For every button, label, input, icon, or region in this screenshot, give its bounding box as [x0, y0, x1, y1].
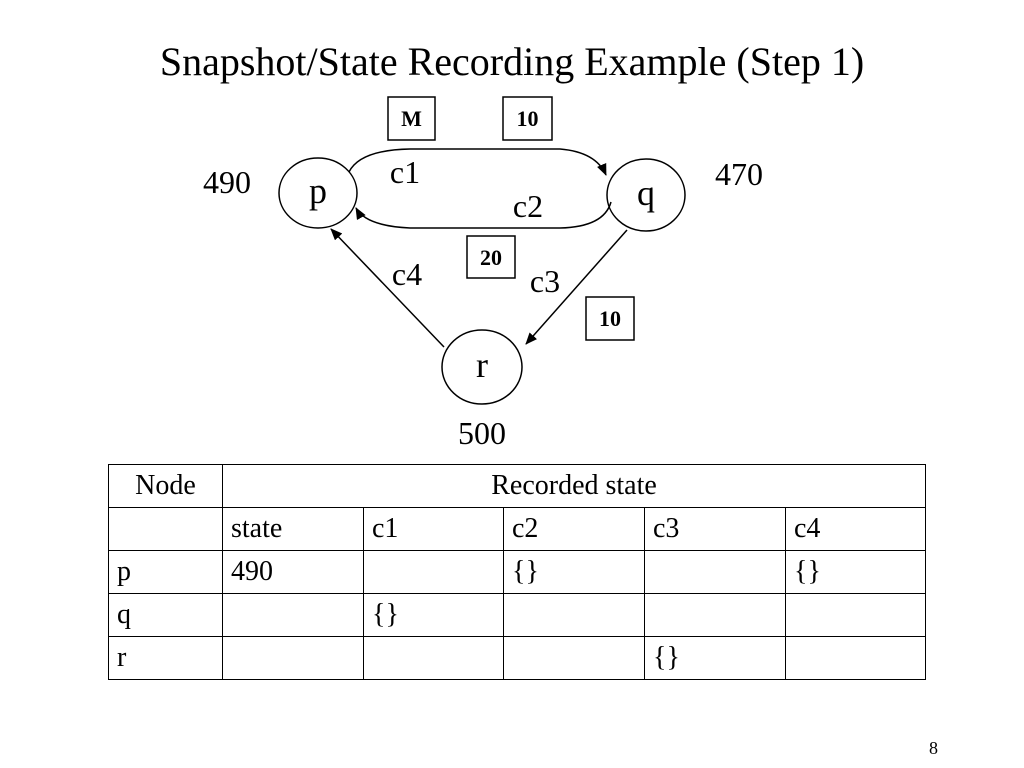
channel-c3-label: c3 [530, 263, 560, 299]
table-cell [503, 593, 645, 637]
channel-c1-label: c1 [390, 154, 420, 190]
table-cell [222, 593, 364, 637]
table-cell: r [108, 636, 223, 680]
recorded-state-table: Node Recorded state state c1 c2 c3 c4 p … [108, 464, 927, 680]
table-cell: q [108, 593, 223, 637]
message-box-m: M [387, 96, 436, 141]
table-cell: {} [363, 593, 504, 637]
channel-diagram: p q r 490 470 500 c1 c2 c3 c4 M 10 20 10 [203, 96, 763, 451]
node-q-label: q [637, 173, 655, 213]
table-cell [644, 550, 786, 594]
svg-text:20: 20 [480, 245, 502, 270]
channel-c4-arrow [330, 228, 445, 348]
header-recorded-state: Recorded state [221, 464, 927, 508]
table-row: p 490 {} {} [108, 550, 927, 594]
table-cell: state [222, 507, 364, 551]
table-cell: p [108, 550, 223, 594]
table-row: r {} [108, 636, 927, 680]
table-header-row: Node Recorded state [108, 464, 927, 508]
node-r-value: 500 [458, 415, 506, 451]
table-cell [784, 636, 927, 680]
table-cell [363, 550, 504, 594]
message-box-c2-value: 20 [466, 235, 516, 279]
table-cell: c1 [363, 507, 504, 551]
table-cell: {} [644, 636, 786, 680]
channel-c1-arrow [348, 148, 607, 176]
svg-text:10: 10 [517, 106, 539, 131]
table-subheader-row: state c1 c2 c3 c4 [108, 507, 927, 551]
node-q-value: 470 [715, 156, 763, 192]
table-cell: 490 [222, 550, 364, 594]
message-box-c1-value: 10 [502, 96, 553, 141]
channel-c3-arrow [525, 229, 628, 345]
table-cell: {} [784, 550, 927, 594]
channel-c2-label: c2 [513, 188, 543, 224]
table-cell [644, 593, 786, 637]
table-cell [222, 636, 364, 680]
table-cell: c4 [784, 507, 927, 551]
header-node: Node [108, 464, 223, 508]
table-cell [503, 636, 645, 680]
table-cell: {} [503, 550, 645, 594]
table-cell: c2 [503, 507, 645, 551]
svg-text:M: M [401, 106, 422, 131]
node-q: q [606, 158, 686, 232]
slide-title: Snapshot/State Recording Example (Step 1… [159, 39, 865, 84]
page-number: 8 [929, 738, 938, 758]
table-row: q {} [108, 593, 927, 637]
table-cell: c3 [644, 507, 786, 551]
node-r: r [441, 329, 523, 405]
message-box-c3-value: 10 [585, 296, 635, 341]
channel-c4-label: c4 [392, 256, 422, 292]
table-cell [784, 593, 927, 637]
node-r-label: r [476, 345, 488, 385]
channel-c2-arrow [355, 201, 612, 229]
node-p-label: p [309, 171, 327, 211]
table-cell [108, 507, 223, 551]
node-p: p [278, 157, 358, 229]
node-p-value: 490 [203, 164, 251, 200]
table-cell [363, 636, 504, 680]
svg-text:10: 10 [599, 306, 621, 331]
